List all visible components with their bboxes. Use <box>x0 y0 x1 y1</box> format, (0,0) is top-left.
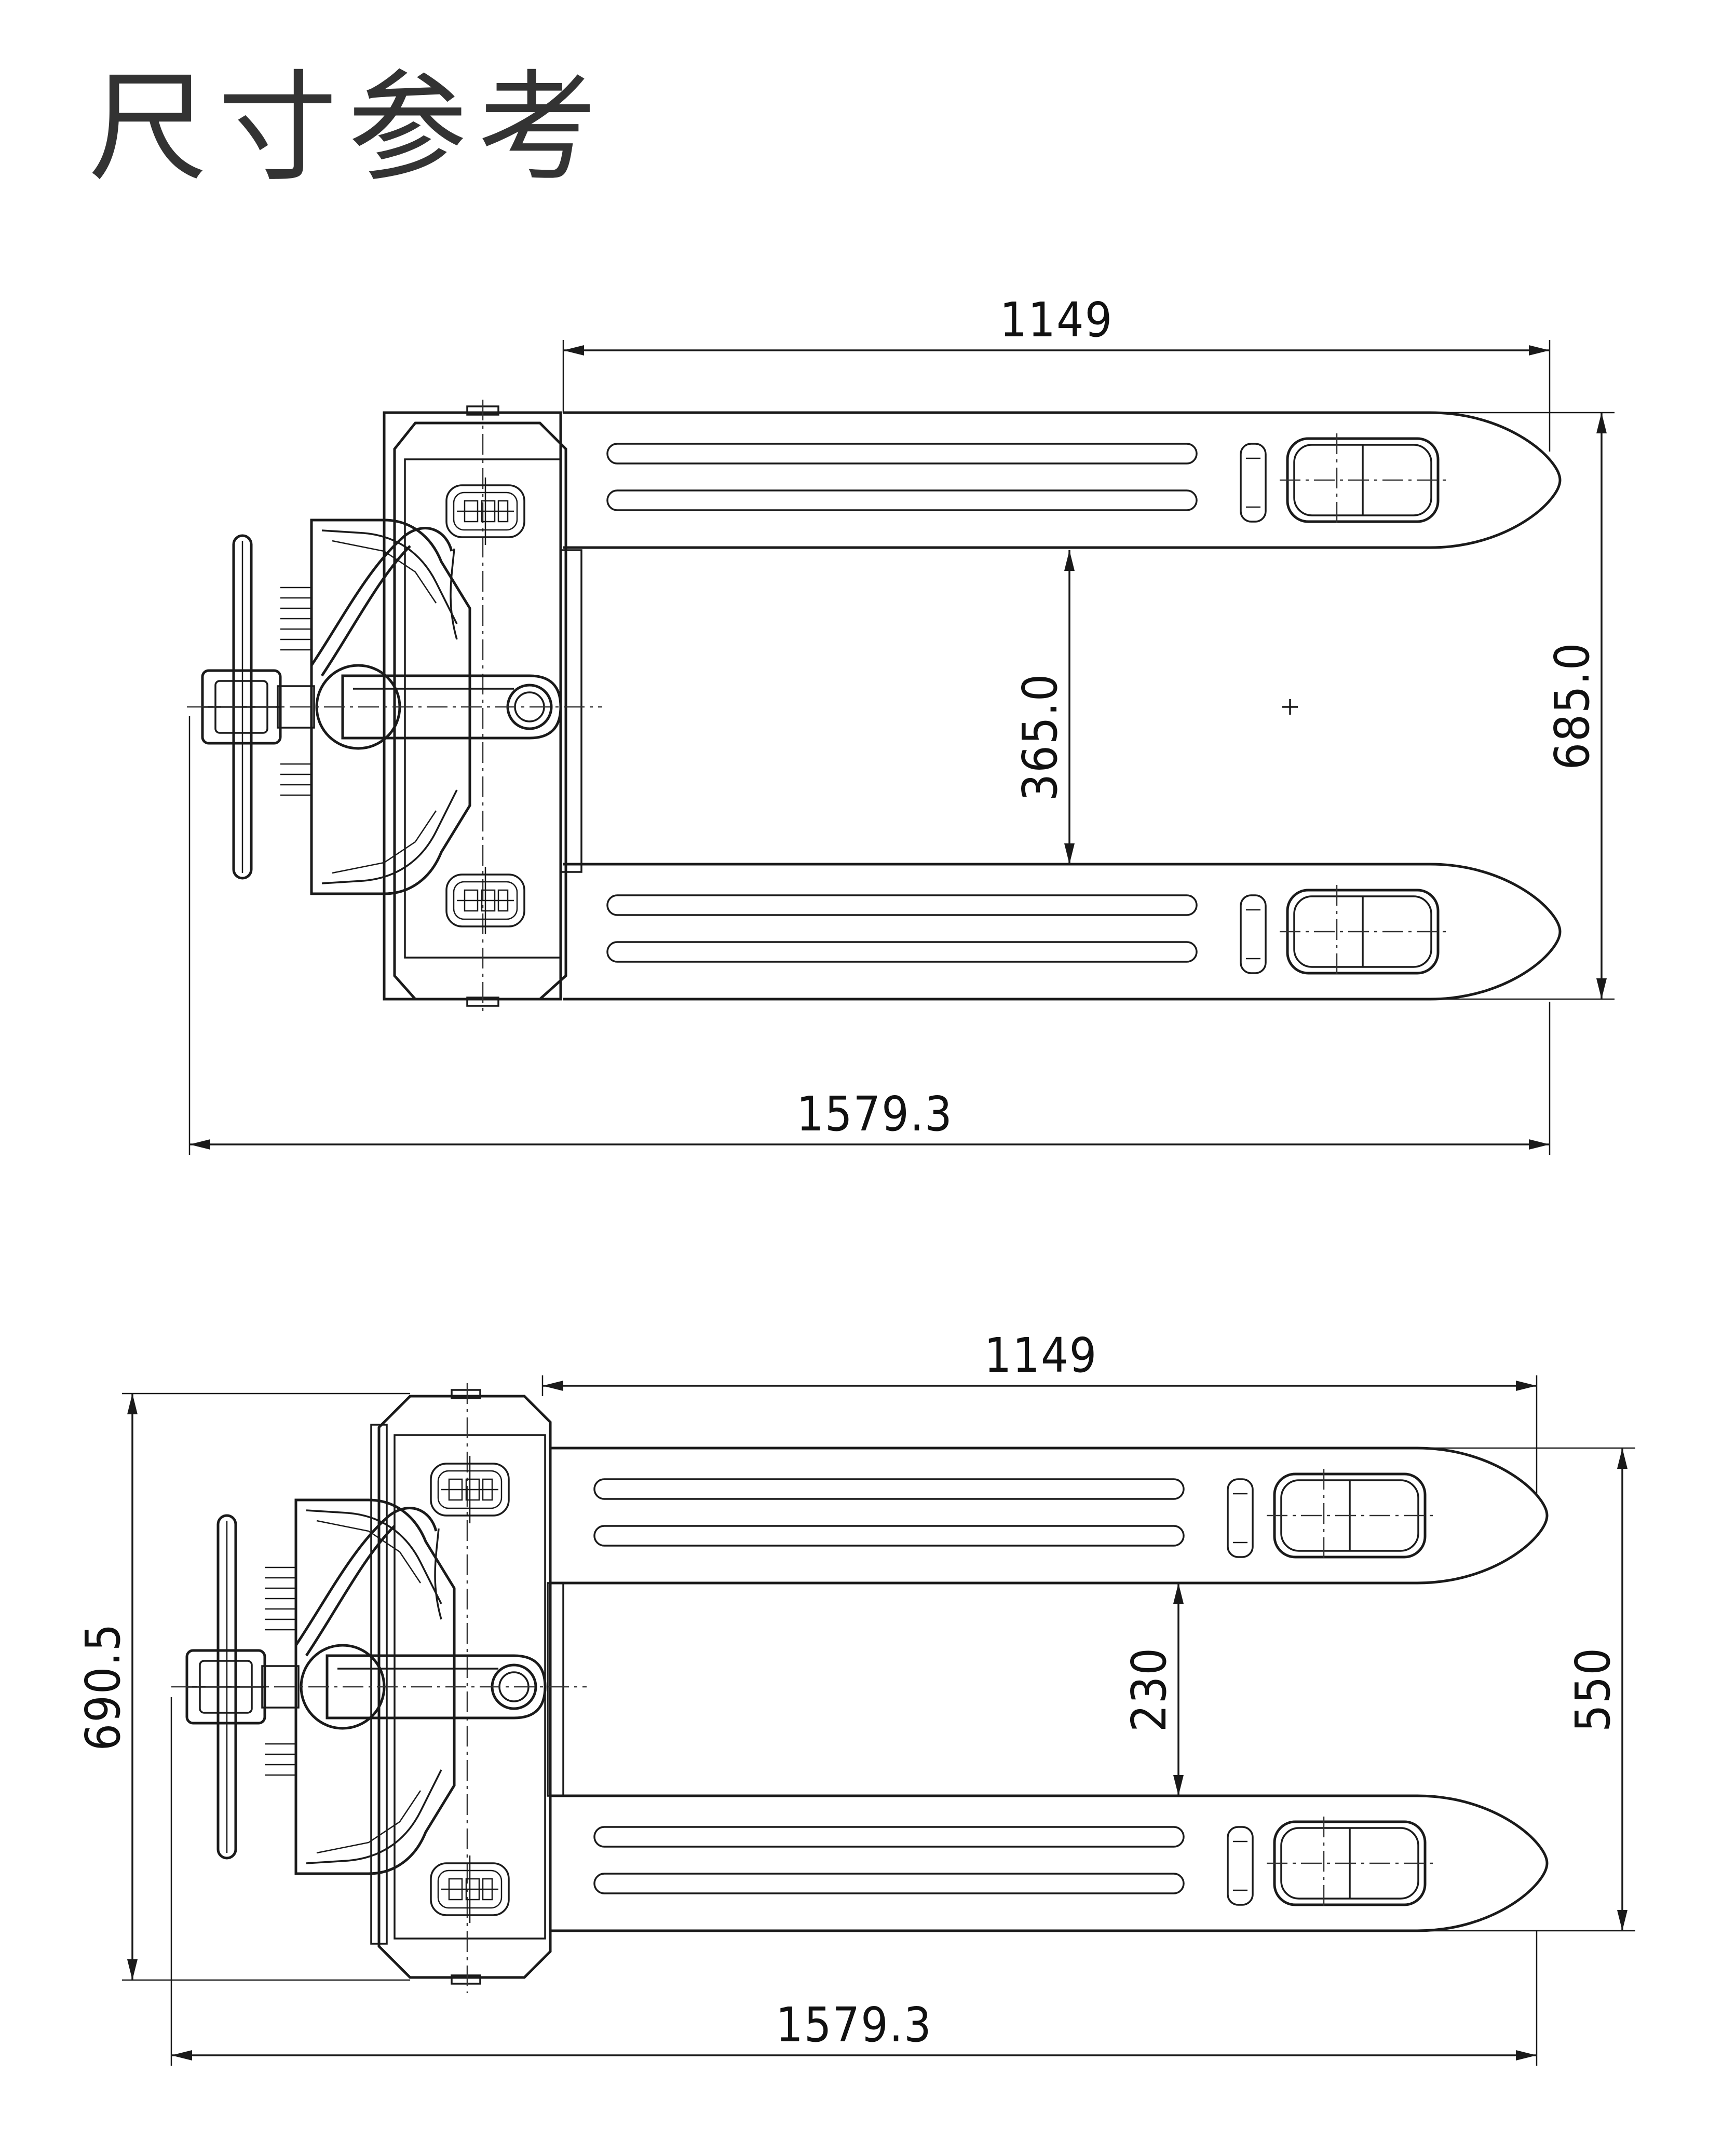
top-dim-inner-width: 365.0 <box>1012 673 1068 801</box>
page-title: 尺寸参考 <box>88 59 608 198</box>
bottom-dim-outer-width: 550 <box>1565 1647 1621 1732</box>
bottom-dim-overall-width: 690.5 <box>75 1623 131 1751</box>
bottom-dim-inner-width: 230 <box>1121 1647 1177 1732</box>
bottom-fork-upper <box>550 1448 1547 1583</box>
top-fork-upper <box>563 413 1560 548</box>
top-sensor-upper <box>445 476 525 546</box>
top-sensor-lower <box>445 866 525 935</box>
bottom-body-housing <box>377 1395 552 1979</box>
top-dim-overall-length: 1579.3 <box>796 1086 953 1142</box>
bottom-sensor-upper <box>430 1455 510 1524</box>
top-dim-outer-width: 685.0 <box>1544 642 1600 770</box>
bottom-dim-fork-length: 1149 <box>984 1328 1098 1383</box>
top-view: 1149 365.0 685.0 1579.3 <box>187 292 1615 1155</box>
bottom-view: 1149 230 550 690.5 1579.3 <box>75 1328 1635 2066</box>
bottom-dim-overall-length: 1579.3 <box>776 1997 932 2053</box>
bottom-fork-lower <box>550 1796 1547 1931</box>
top-dim-fork-length: 1149 <box>1000 292 1114 348</box>
bottom-sensor-lower <box>430 1854 510 1924</box>
top-body-housing <box>393 421 567 1001</box>
top-fork-lower <box>563 864 1560 999</box>
top-center-mark <box>1282 699 1298 715</box>
